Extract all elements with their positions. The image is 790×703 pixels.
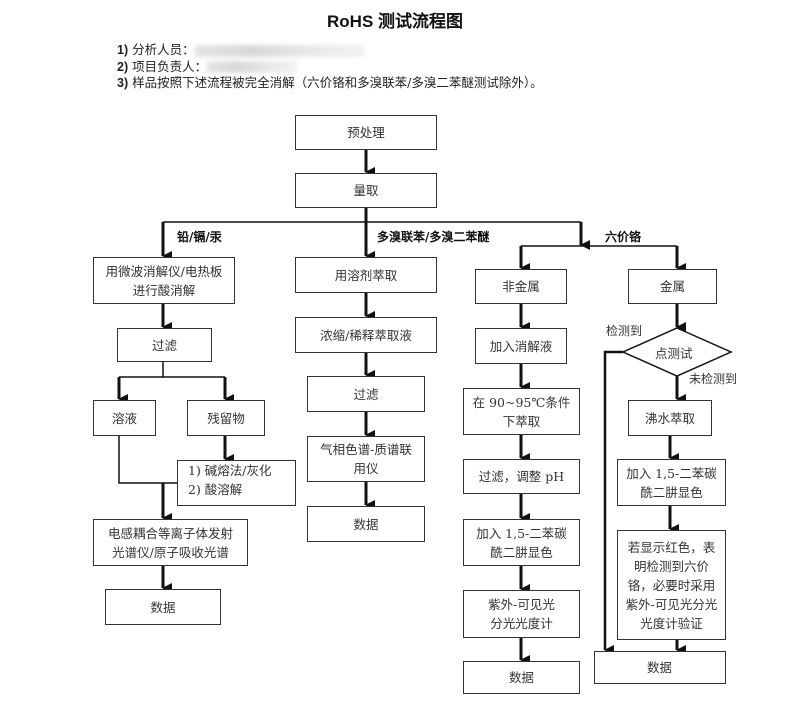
note-project-lead: 2) 项目负责人： [117,59,543,76]
not-detected-label: 未检测到 [689,372,738,386]
acid-digest-box: 用微波消解仪/电热板 进行酸消解 [93,257,235,304]
pretreatment-box: 预处理 [295,115,437,150]
branch-label-heavy-metals: 铅/镉/汞 [177,230,222,244]
notes: 1) 分析人员： 2) 项目负责人： 3) 样品按照下述流程被完全消解（六价铬和… [117,42,543,92]
spot-test-label: 点测试 [655,346,693,361]
add-digest-box: 加入消解液 [475,328,567,364]
data-box-metal: 数据 [594,651,726,684]
branch-label-pbb-pbde: 多溴联苯/多溴二苯醚 [377,230,490,244]
data-box-pbb: 数据 [307,506,425,542]
page-title: RoHS 测试流程图 [327,12,463,31]
gcms-box: 气相色谱-质谱联 用仪 [307,436,425,482]
nonmetal-box: 非金属 [475,269,567,304]
redacted-analyst [194,44,365,57]
detected-bypass-line [603,350,623,655]
detected-label: 检测到 [606,324,643,338]
residue-box: 残留物 [187,400,265,436]
color-develop-box-1: 加入 1,5-二苯碳 酰二肼显色 [463,519,580,566]
solvent-extract-box: 用溶剂萃取 [295,257,437,293]
uv-vis-box: 紫外-可见光 分光光度计 [463,590,580,638]
filter-box-2: 过滤 [307,376,425,412]
solution-box: 溶液 [93,400,156,436]
concentrate-box: 浓缩/稀释萃取液 [295,317,437,353]
measure-box: 量取 [295,173,437,208]
filter-ph-box: 过滤，调整 pH [463,459,580,494]
boil-extract-box: 沸水萃取 [628,400,712,436]
redacted-lead [207,61,298,73]
heat-extract-box: 在 90~95℃条件 下萃取 [463,388,580,435]
note-analyst: 1) 分析人员： [117,42,543,59]
note-digestion: 3) 样品按照下述流程被完全消解（六价铬和多溴联苯/多溴二苯醚测试除外）。 [117,75,543,90]
residue-treatment-box: 1) 碱熔法/灰化 2) 酸溶解 [177,460,296,506]
icp-aas-box: 电感耦合等离子体发射 光谱仪/原子吸收光谱 [93,519,248,566]
metal-box: 金属 [628,269,717,304]
filter-box-1: 过滤 [117,328,212,362]
branch-label-cr6: 六价铬 [605,230,642,244]
data-box-nonmetal: 数据 [463,661,580,694]
data-box-heavy-metals: 数据 [105,589,221,625]
color-develop-box-2: 加入 1,5-二苯碳 酰二肼显色 [617,459,726,506]
verify-box: 若显示红色，表 明检测到六价 铬，必要时采用 紫外-可见光分光 光度计验证 [617,530,726,640]
